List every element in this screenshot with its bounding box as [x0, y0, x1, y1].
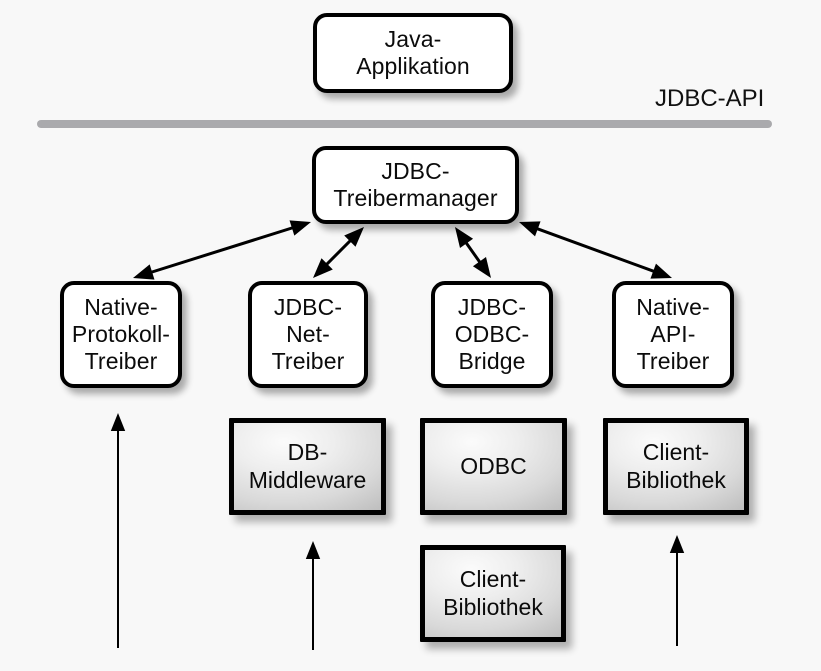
node-java-applikation: Java- Applikation	[313, 13, 513, 93]
arrow-db-to-native-protokoll	[110, 413, 126, 648]
arrow-tm-to-jdbc-odbc	[455, 227, 491, 278]
node-jdbc-net: JDBC- Net- Treiber	[248, 281, 368, 388]
jdbc-api-boundary-bar	[37, 120, 772, 128]
node-label-native-protokoll: Native- Protokoll- Treiber	[71, 293, 171, 375]
box-label-client-bibliothek-2: Client- Bibliothek	[443, 566, 543, 620]
node-label-jdbc-net: JDBC- Net- Treiber	[271, 293, 345, 375]
arrow-tm-to-native-api	[519, 221, 672, 279]
arrow-db-to-client-lib-1	[669, 535, 685, 646]
node-native-api: Native- API- Treiber	[612, 281, 734, 388]
box-label-odbc: ODBC	[460, 452, 527, 479]
arrow-tm-to-native-protokoll	[133, 220, 311, 280]
box-odbc: ODBC	[420, 418, 567, 515]
box-label-db-middleware: DB- Middleware	[248, 439, 367, 493]
node-label-jdbc-odbc-bridge: JDBC- ODBC- Bridge	[454, 293, 530, 375]
node-label-jdbc-treibermanager: JDBC- Treibermanager	[333, 157, 498, 211]
arrow-tm-to-jdbc-net	[313, 227, 364, 278]
box-label-client-bibliothek-1: Client- Bibliothek	[626, 439, 726, 493]
arrow-db-to-db-middleware	[305, 541, 321, 650]
box-client-bibliothek-1: Client- Bibliothek	[603, 418, 749, 515]
node-label-java-applikation: Java- Applikation	[356, 25, 470, 79]
box-db-middleware: DB- Middleware	[229, 418, 386, 515]
box-client-bibliothek-2: Client- Bibliothek	[420, 545, 566, 642]
node-jdbc-odbc-bridge: JDBC- ODBC- Bridge	[431, 281, 553, 388]
node-native-protokoll: Native- Protokoll- Treiber	[60, 281, 182, 388]
jdbc-api-label: JDBC-API	[655, 85, 765, 112]
node-jdbc-treibermanager: JDBC- Treibermanager	[312, 146, 519, 224]
node-label-native-api: Native- API- Treiber	[636, 293, 710, 375]
